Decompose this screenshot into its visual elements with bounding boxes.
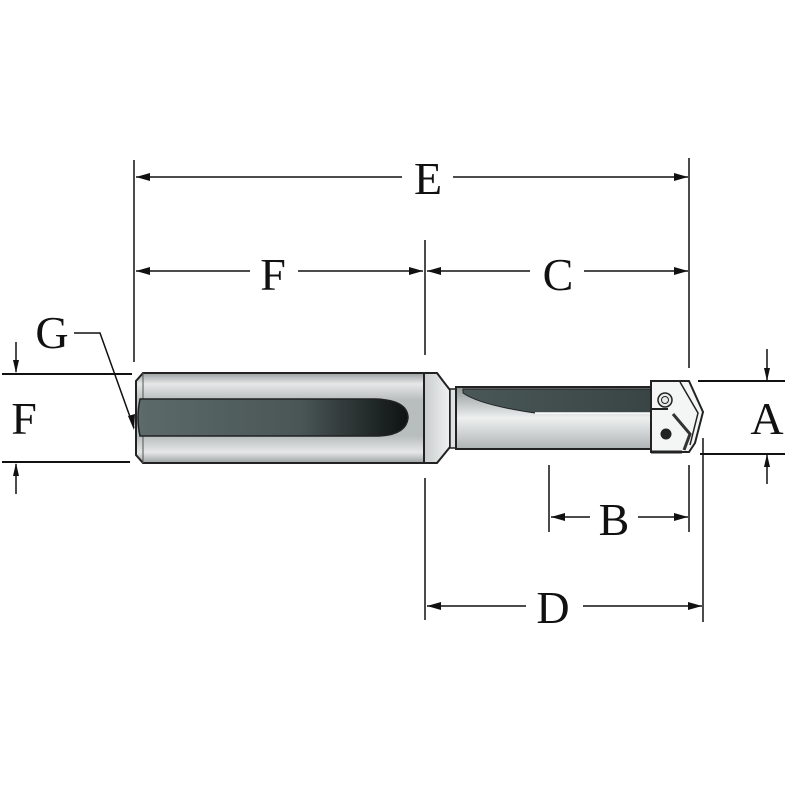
label-F-diameter: F [11, 393, 37, 444]
dimension-B: B [551, 494, 688, 545]
label-B: B [599, 494, 630, 545]
drill-insert [650, 380, 705, 454]
drill-neck [423, 372, 457, 464]
dimension-E: E [136, 153, 688, 204]
dimension-D: D [427, 582, 702, 633]
drill-body [455, 386, 654, 450]
label-C: C [543, 249, 574, 300]
drill-shank [135, 372, 425, 464]
label-F-length: F [260, 249, 286, 300]
dimension-C: C [427, 249, 688, 300]
dimension-F-length: F [136, 249, 423, 300]
dimension-G: G [35, 307, 135, 430]
insert-screw-icon [657, 392, 673, 408]
label-G: G [35, 307, 68, 358]
dimension-F-diameter: F [11, 342, 37, 494]
extension-lines [2, 158, 785, 622]
label-E: E [414, 153, 442, 204]
label-D: D [536, 582, 569, 633]
dimension-A: A [750, 349, 784, 484]
coolant-hole-icon [660, 428, 672, 440]
label-A: A [750, 393, 783, 444]
